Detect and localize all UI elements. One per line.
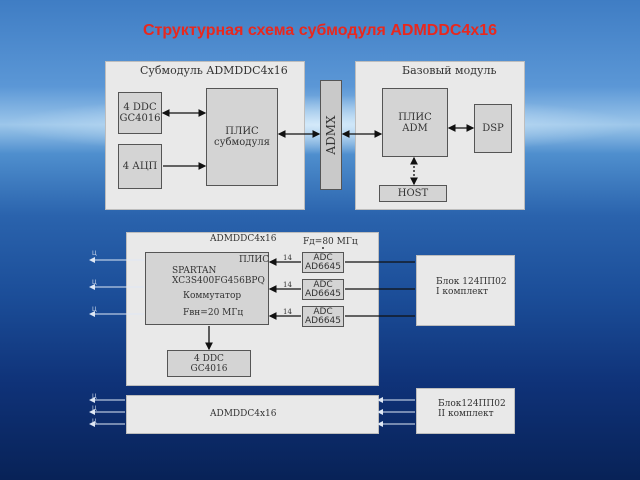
ddc-gc4016-box: 4 DDC GC4016 bbox=[167, 350, 251, 377]
spartan-fpga-box bbox=[145, 252, 269, 325]
adc-unit-3: ADC AD6645 bbox=[302, 306, 344, 327]
internal-frequency-label: Fвн=20 МГц bbox=[183, 308, 244, 318]
ddc-box: 4 DDC GC4016 bbox=[118, 92, 162, 134]
adc-unit-2: ADC AD6645 bbox=[302, 279, 344, 300]
plis-submodule-box: ПЛИС субмодуля bbox=[206, 88, 278, 186]
bus-width-label-3: 14 bbox=[283, 308, 292, 316]
signal-label: Ц bbox=[92, 393, 97, 400]
admddc-panel-title: ADMDDC4x16 bbox=[210, 234, 277, 244]
dsp-box: DSP bbox=[474, 104, 512, 153]
signal-label: Ц bbox=[92, 405, 97, 412]
plis-label: ПЛИС bbox=[239, 255, 270, 265]
block-124pp02-i-label: Блок 124ПП02 I комплект bbox=[436, 277, 507, 297]
admddc-bottom-panel bbox=[126, 395, 379, 434]
spartan-label: SPARTAN XC3S400FG456BPQ bbox=[172, 266, 265, 286]
host-box: HOST bbox=[379, 185, 447, 202]
base-module-panel-title: Базовый модуль bbox=[402, 64, 497, 77]
bus-width-label-2: 14 bbox=[283, 281, 292, 289]
kommutator-label: Коммутатор bbox=[183, 291, 242, 301]
block-124pp02-ii bbox=[416, 388, 515, 434]
sample-frequency-label: Fд=80 МГц bbox=[303, 237, 358, 247]
adc-unit-1: ADC AD6645 bbox=[302, 252, 344, 273]
bus-width-label-1: 14 bbox=[283, 254, 292, 262]
adc-box: 4 АЦП bbox=[118, 144, 162, 189]
signal-label: Ц bbox=[92, 250, 97, 257]
signal-label: Ц bbox=[92, 306, 97, 313]
plis-adm-box: ПЛИС ADM bbox=[382, 88, 448, 157]
block-124pp02-ii-label: Блок124ПП02 II комплект bbox=[438, 399, 506, 419]
admddc-bottom-title: ADMDDC4x16 bbox=[210, 409, 277, 419]
slide-title: Структурная схема субмодуля ADMDDC4x16 bbox=[142, 22, 498, 39]
submodule-panel-title: Субмодуль ADMDDC4x16 bbox=[140, 64, 288, 77]
admx-connector: ADMX bbox=[320, 80, 342, 190]
block-124pp02-i bbox=[416, 255, 515, 326]
signal-label: Ц bbox=[92, 279, 97, 286]
